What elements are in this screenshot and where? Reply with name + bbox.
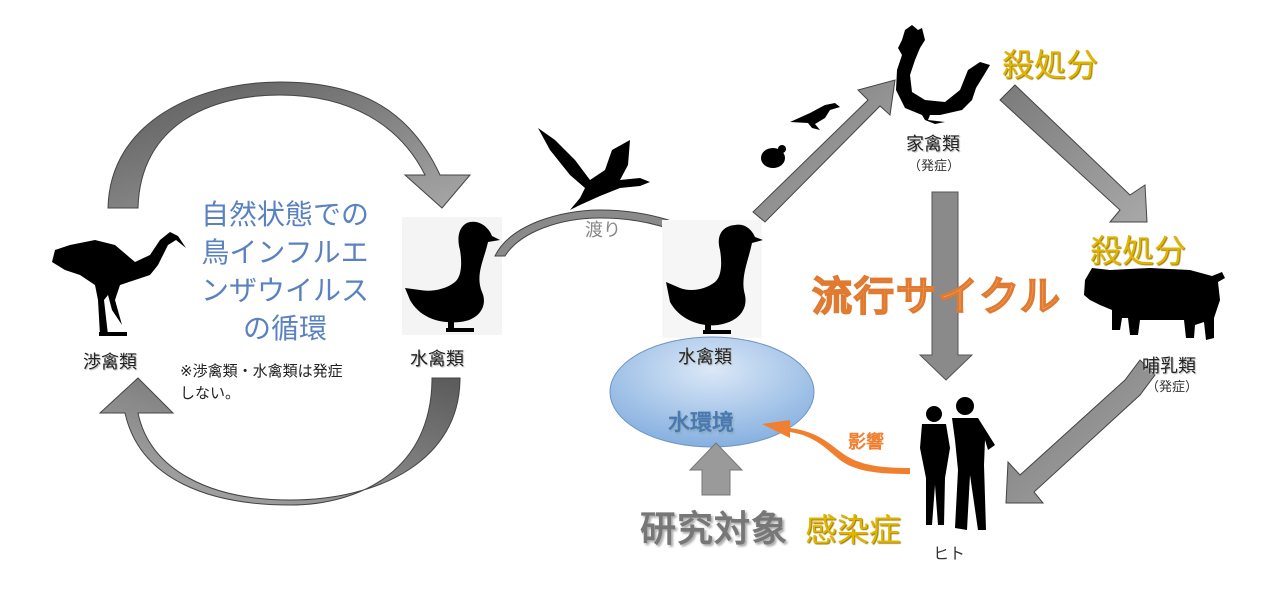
natural-cycle-title: 自然状態での 鳥インフルエ ンザウイルス の循環	[185, 196, 385, 348]
crow-icon	[790, 103, 840, 130]
crane-icon	[52, 232, 186, 336]
water-environment-label: 水環境	[668, 411, 735, 436]
arrow-poultry-to-mammal	[999, 84, 1148, 223]
migration-label: 渡り	[585, 220, 621, 241]
mammal-label: 哺乳類	[1142, 356, 1196, 377]
research-arrow	[688, 442, 744, 496]
natural-cycle-title-line-4: の循環	[242, 312, 327, 345]
duck-center-icon	[666, 224, 763, 334]
natural-cycle-title-line-1: 自然状態での	[200, 198, 369, 231]
natural-cycle-note: ※渉禽類・水禽類は発症 しない。	[180, 360, 400, 404]
duck-left-icon	[405, 221, 500, 332]
waterfowl-center-label: 水禽類	[678, 347, 732, 368]
arrow-mammal-to-human	[1005, 359, 1156, 504]
human-figures-icon	[920, 397, 995, 530]
natural-cycle-title-line-3: ンザウイルス	[200, 274, 369, 307]
human-label: ヒト	[933, 544, 966, 563]
epidemic-cycle-label: 流行サイクル	[811, 273, 1062, 321]
waterfowl-left-label: 水禽類	[410, 349, 464, 370]
influence-arrow	[762, 420, 910, 474]
mammal-onset-label: （発症）	[1146, 380, 1199, 395]
flying-goose-icon	[538, 128, 650, 210]
culling-label-poultry: 殺処分	[1002, 46, 1099, 84]
culling-label-mammal: 殺処分	[1090, 232, 1187, 270]
wading-birds-label: 渉禽類	[83, 352, 137, 373]
cycle-arrow-top	[107, 81, 472, 209]
arrow-to-poultry	[752, 79, 896, 223]
infection-label: 感染症	[805, 511, 902, 549]
cycle-arrow-bottom	[98, 377, 461, 506]
influence-label: 影響	[848, 432, 884, 453]
rooster-icon	[896, 25, 990, 124]
note-line-2: しない。	[180, 384, 241, 402]
note-line-1: ※渉禽類・水禽類は発症	[180, 362, 343, 380]
research-target-label: 研究対象	[640, 509, 789, 550]
pig-icon	[1084, 268, 1225, 340]
natural-cycle-title-line-2: 鳥インフルエ	[201, 236, 369, 269]
arrow-poultry-to-human	[918, 191, 974, 381]
poultry-onset-label: （発症）	[908, 159, 961, 174]
hamster-icon	[761, 145, 786, 168]
poultry-label: 家禽類	[906, 134, 960, 155]
